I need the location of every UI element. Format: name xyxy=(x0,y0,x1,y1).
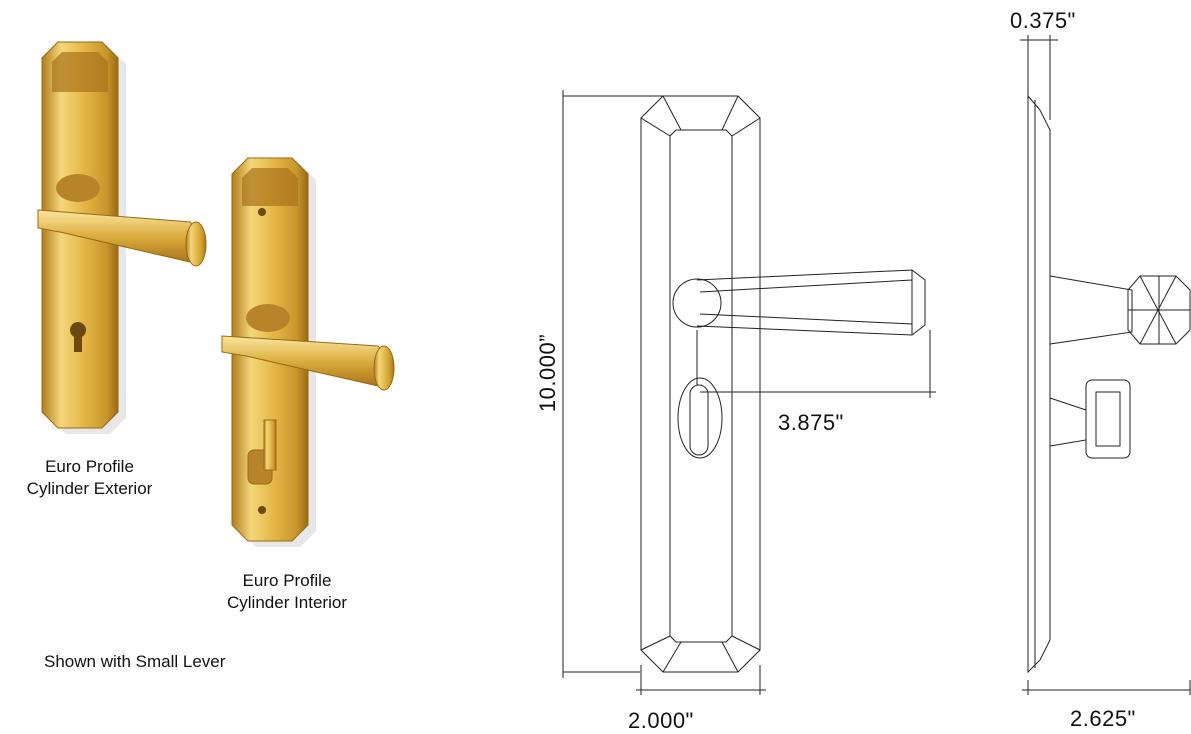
side-view-drawing xyxy=(1027,94,1191,674)
exterior-caption: Euro Profile Cylinder Exterior xyxy=(26,457,153,498)
depth-dimension-label: 2.625" xyxy=(1070,706,1136,731)
interior-handle-photo xyxy=(221,157,395,547)
width-dimension-label: 2.000" xyxy=(628,708,694,733)
interior-caption: Euro Profile Cylinder Interior xyxy=(227,571,347,612)
lever-note: Shown with Small Lever xyxy=(44,652,226,671)
thickness-dimension-label: 0.375" xyxy=(1010,8,1076,33)
height-dimension-label: 10.000” xyxy=(535,333,560,413)
projection-dimension-label: 3.875" xyxy=(778,410,844,435)
exterior-handle-photo xyxy=(37,41,207,434)
front-view-drawing xyxy=(640,95,926,673)
dimension-lines xyxy=(562,35,1191,695)
